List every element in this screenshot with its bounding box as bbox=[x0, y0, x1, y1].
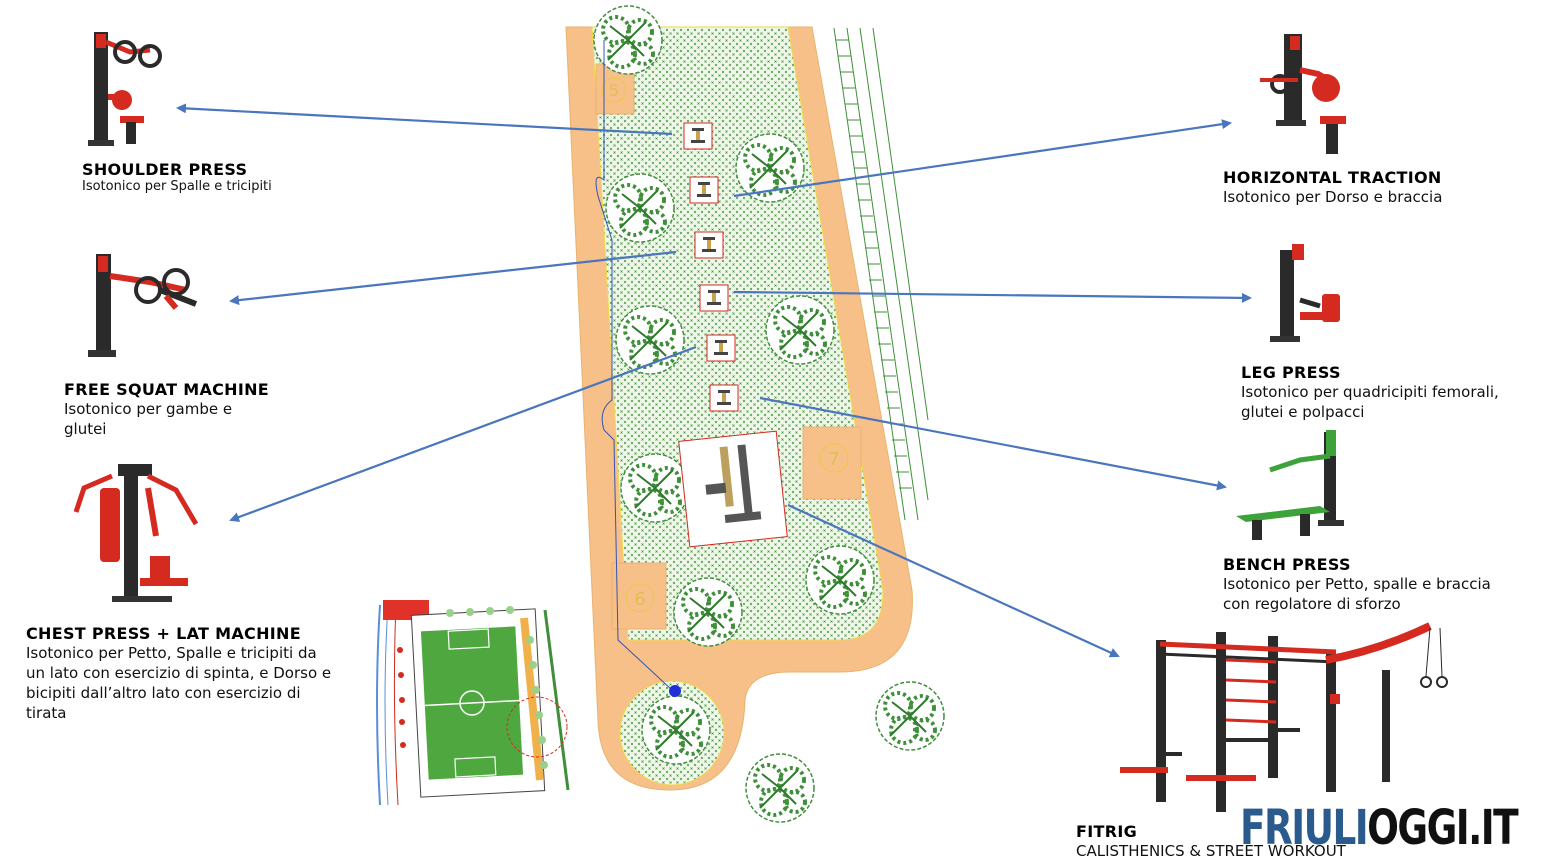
label-chest-press: CHEST PRESS + LAT MACHINE Isotonico per … bbox=[26, 624, 338, 723]
area-number-7: 7 bbox=[828, 449, 839, 470]
survey-point bbox=[669, 685, 681, 697]
desc-free-squat: Isotonico per gambe e glutei bbox=[64, 400, 233, 438]
brand-part-2: OGGI.IT bbox=[1367, 800, 1519, 856]
area-number-5: 5 bbox=[609, 81, 619, 100]
title-free-squat: FREE SQUAT MACHINE bbox=[64, 380, 270, 399]
title-fitrig: FITRIG bbox=[1076, 822, 1138, 841]
desc-leg-press: Isotonico per quadricipiti femorali, glu… bbox=[1241, 383, 1499, 421]
railway-track bbox=[833, 27, 929, 521]
bench-press-image bbox=[1236, 430, 1344, 540]
fitrig-image bbox=[1120, 622, 1448, 812]
title-chest-press: CHEST PRESS + LAT MACHINE bbox=[26, 624, 301, 643]
label-horizontal-traction: HORIZONTAL TRACTION Isotonico per Dorso … bbox=[1223, 168, 1463, 207]
arrow-free-squat bbox=[229, 250, 677, 306]
label-free-squat: FREE SQUAT MACHINE Isotonico per gambe e… bbox=[64, 380, 279, 439]
chest-press-image bbox=[73, 464, 199, 602]
title-leg-press: LEG PRESS bbox=[1241, 363, 1341, 382]
desc-horizontal-traction: Isotonico per Dorso e braccia bbox=[1223, 188, 1443, 206]
brand-watermark-logo: FRIULIOGGI.IT bbox=[1240, 798, 1519, 858]
desc-chest-press: Isotonico per Petto, Spalle e tricipiti … bbox=[26, 644, 332, 722]
title-shoulder-press: SHOULDER PRESS bbox=[82, 160, 248, 179]
leg-press-image bbox=[1270, 244, 1340, 342]
horizontal-traction-image bbox=[1260, 34, 1346, 154]
site-plan: 5 7 6 bbox=[565, 4, 946, 824]
title-bench-press: BENCH PRESS bbox=[1223, 555, 1351, 574]
shoulder-press-image bbox=[88, 32, 162, 146]
callout-arrows bbox=[176, 103, 1252, 658]
desc-shoulder-press: Isotonico per Spalle e tricipiti bbox=[82, 179, 272, 194]
arrow-horizontal-traction bbox=[733, 119, 1232, 198]
arrow-chest-press bbox=[229, 345, 697, 522]
desc-fitrig: CALISTHENICS & STREET WORKOUT bbox=[1076, 842, 1346, 860]
fitrig-plan-icon bbox=[678, 430, 788, 548]
arrow-shoulder-press bbox=[176, 103, 673, 136]
arrow-fitrig bbox=[787, 503, 1120, 658]
label-shoulder-press: SHOULDER PRESS Isotonico per Spalle e tr… bbox=[82, 160, 272, 195]
survey-line bbox=[595, 40, 673, 691]
arrow-bench-press bbox=[759, 396, 1227, 491]
title-horizontal-traction: HORIZONTAL TRACTION bbox=[1223, 168, 1442, 187]
desc-bench-press: Isotonico per Petto, spalle e braccia co… bbox=[1223, 575, 1491, 613]
label-bench-press: BENCH PRESS Isotonico per Petto, spalle … bbox=[1223, 555, 1513, 614]
label-fitrig: FITRIG CALISTHENICS & STREET WORKOUT bbox=[1076, 822, 1406, 861]
free-squat-image bbox=[88, 254, 198, 357]
area-number-6: 6 bbox=[634, 589, 645, 610]
brand-part-1: FRIULI bbox=[1240, 800, 1369, 856]
location-inset-map bbox=[374, 600, 570, 808]
label-leg-press: LEG PRESS Isotonico per quadricipiti fem… bbox=[1241, 363, 1501, 422]
arrow-leg-press bbox=[733, 290, 1252, 303]
